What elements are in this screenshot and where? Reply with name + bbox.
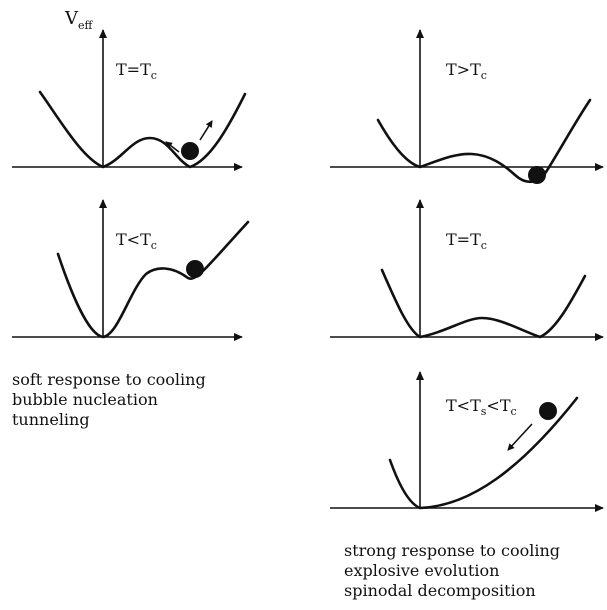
ball bbox=[539, 402, 557, 420]
caption-line: bubble nucleation bbox=[12, 390, 158, 409]
panel-top-right: T>Tc bbox=[330, 29, 604, 184]
caption-line: strong response to cooling bbox=[344, 541, 560, 560]
panel-top-left: Veff T=Tc bbox=[12, 8, 247, 171]
arrow-right-up bbox=[199, 120, 213, 141]
caption-line: explosive evolution bbox=[344, 561, 500, 580]
temperature-label: T<Tc bbox=[116, 230, 157, 252]
arrow-down-left bbox=[507, 423, 533, 451]
ball bbox=[528, 166, 546, 184]
potential-curve bbox=[38, 90, 247, 169]
caption-right: strong response to cooling explosive evo… bbox=[344, 541, 560, 601]
potential-curve bbox=[388, 396, 579, 510]
panel-middle-right: T=Tc bbox=[330, 199, 604, 341]
arrow-left-up bbox=[165, 141, 180, 153]
potential-curve bbox=[376, 98, 592, 184]
temperature-label: T=Tc bbox=[446, 230, 487, 252]
temperature-label: T>Tc bbox=[446, 60, 487, 82]
ball bbox=[181, 142, 199, 160]
caption-line: soft response to cooling bbox=[12, 370, 206, 389]
caption-line: spinodal decomposition bbox=[344, 581, 536, 600]
temperature-label: T=Tc bbox=[116, 60, 157, 82]
caption-left: soft response to cooling bubble nucleati… bbox=[12, 370, 206, 430]
panel-bottom-right: T<Ts<Tc bbox=[330, 371, 604, 512]
potential-curve bbox=[380, 268, 587, 339]
ball bbox=[186, 260, 204, 278]
caption-line: tunneling bbox=[12, 410, 90, 429]
panel-bottom-left: T<Tc bbox=[12, 199, 250, 341]
y-axis-label: Veff bbox=[64, 8, 94, 32]
temperature-label: T<Ts<Tc bbox=[446, 396, 517, 418]
